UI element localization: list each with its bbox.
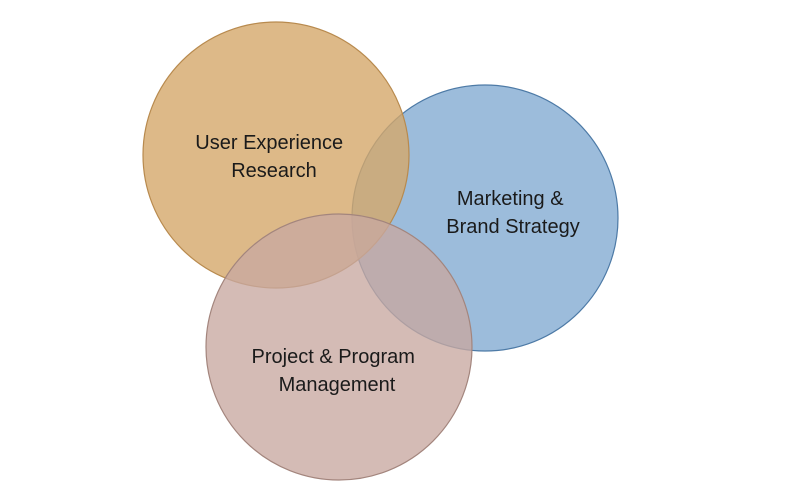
label-marketing-line-1: Marketing & (457, 188, 564, 210)
label-pm-line-2: Management (279, 374, 396, 396)
label-project-program-management: Project & Program Management (252, 346, 421, 396)
label-marketing-brand-strategy: Marketing & Brand Strategy (446, 188, 579, 238)
label-marketing-line-2: Brand Strategy (446, 216, 579, 238)
label-pm-line-1: Project & Program (252, 346, 415, 368)
label-ux-line-1: User Experience (195, 132, 343, 154)
circle-project-program-management (205, 213, 473, 481)
label-user-experience-research: User Experience Research (195, 132, 348, 182)
label-ux-line-2: Research (231, 160, 317, 182)
